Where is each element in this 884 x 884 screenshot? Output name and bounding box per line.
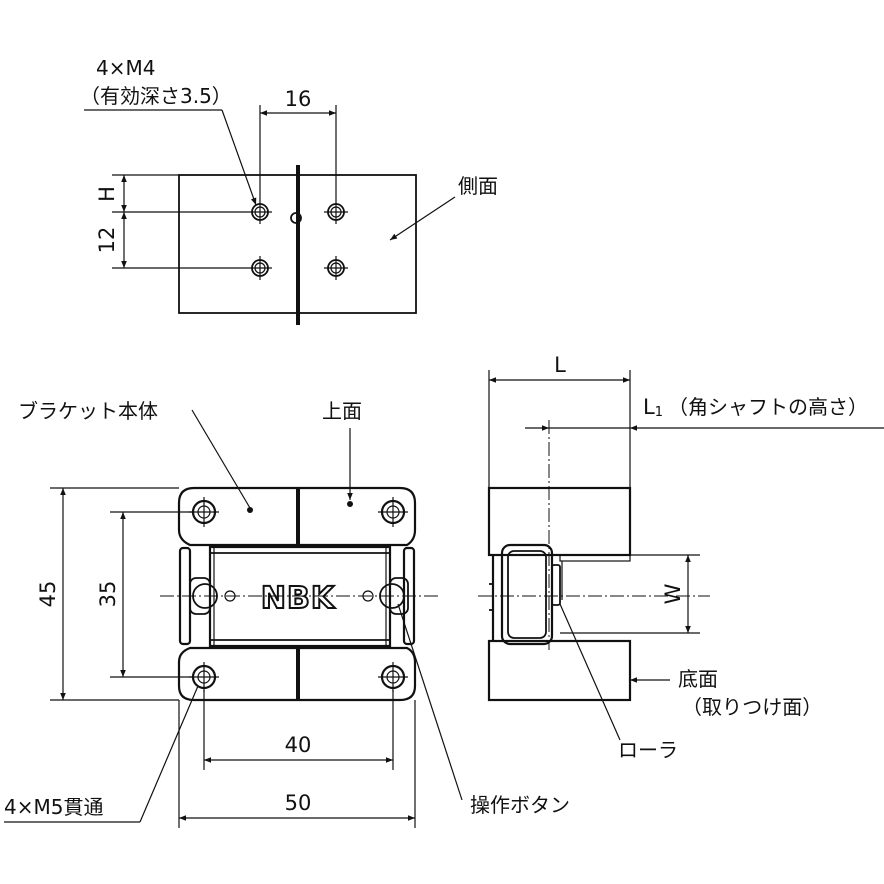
tapped-hole [248,200,272,224]
bottom-face-label: 底面 [678,667,718,691]
bracket-body-leader [191,409,251,509]
roller-body [500,543,554,646]
brand-logo: NBK [261,581,336,616]
tap-spec-label: 4×M4 [96,56,155,80]
tapped-hole [248,256,272,280]
through-hole [378,662,408,692]
bracket-lower [177,646,417,702]
dim-w: W [661,583,685,604]
front-view: NBK 45 35 [4,399,570,828]
tapped-hole [324,200,348,224]
bracket-body-label: ブラケット本体 [18,399,158,423]
dim-h: H [95,186,119,202]
dim-12: 12 [95,227,119,254]
roller-leader [559,603,621,741]
side-face-label: 側面 [458,174,498,198]
operation-button-label: 操作ボタン [470,793,570,817]
dim-35: 35 [96,581,120,608]
dim-l: L [554,353,566,377]
lower-block [487,639,632,702]
tapped-hole [324,256,348,280]
dim-l1: L1 [643,395,663,420]
dim-l1-subscript: 1 [655,405,663,420]
side-center-hole [290,212,302,224]
side-elevation-view: L L1 （角シャフトの高さ） W 底面 （取りつけ面） ローラ [478,353,884,762]
dim-16: 16 [285,87,312,111]
tap-leader [221,109,257,206]
through-hole [189,497,219,527]
side-view: 16 H 12 4×M4 （有効深さ3.5） 側面 [80,56,498,325]
bottom-face-sub-label: （取りつけ面） [682,695,822,719]
through-hole-label: 4×M5貫通 [4,795,103,819]
top-face-label: 上面 [322,399,362,423]
dim-50: 50 [285,791,312,815]
through-hole [189,662,219,692]
bracket-upper [177,486,417,547]
tap-depth-label: （有効深さ3.5） [80,84,232,108]
dim-l1-letter: L [643,395,655,419]
l1-note-label: （角シャフトの高さ） [668,395,868,419]
dim-45: 45 [36,581,60,608]
side-face-leader [389,196,456,241]
dim-40: 40 [285,733,312,757]
operation-button-leader [397,603,463,801]
through-hole [378,497,408,527]
through-hole-leader [139,685,199,823]
roller-label: ローラ [618,738,678,762]
